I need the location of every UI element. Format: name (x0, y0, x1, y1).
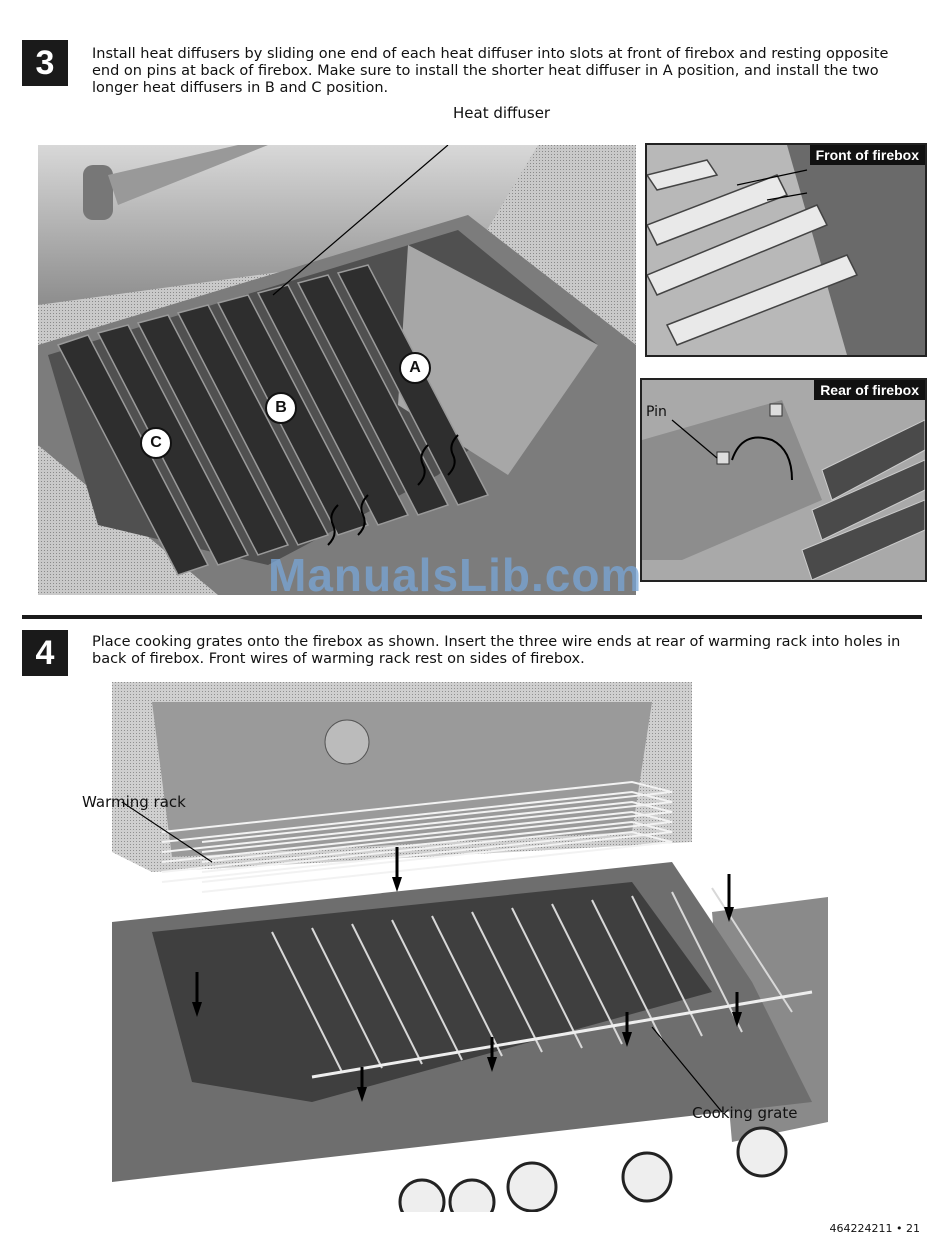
watermark: ManualsLib.com (268, 549, 643, 601)
step-3-badge: 3 (22, 40, 68, 86)
front-of-firebox-label: Front of firebox (809, 145, 925, 165)
position-a-marker: A (399, 352, 431, 384)
rear-of-firebox-label: Rear of firebox (814, 380, 925, 400)
step-4-badge: 4 (22, 630, 68, 676)
warming-rack-label: Warming rack (82, 793, 186, 811)
page-footer: 464224211 • 21 (829, 1222, 920, 1235)
heat-diffuser-label: Heat diffuser (453, 104, 551, 122)
front-of-firebox-inset: Front of firebox (645, 143, 927, 357)
pin-label: Pin (646, 404, 667, 420)
section-divider (22, 615, 922, 619)
step-4-illustration (112, 682, 828, 1212)
step-4-instructions: Place cooking grates onto the firebox as… (92, 634, 901, 667)
position-c-marker: C (140, 427, 172, 459)
step-3-illustration: A B C (38, 145, 636, 595)
step-3-instructions: Install heat diffusers by sliding one en… (92, 46, 889, 96)
rear-of-firebox-inset: Rear of firebox Pin (640, 378, 927, 582)
cooking-grate-label: Cooking grate (692, 1104, 798, 1122)
position-b-marker: B (265, 392, 297, 424)
